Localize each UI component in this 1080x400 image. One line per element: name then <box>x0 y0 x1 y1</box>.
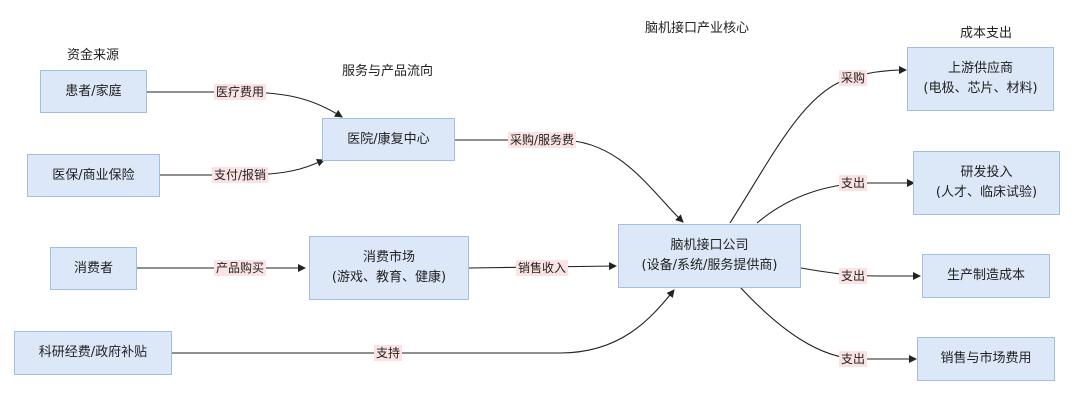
edge-label-consumers-market: 产品购买 <box>213 260 267 276</box>
edge-label-patients-hospital: 医疗费用 <box>213 84 267 100</box>
node-company-label-line1: 脑机接口公司 <box>670 238 749 253</box>
node-sales-label: 销售与市场费用 <box>940 351 1032 366</box>
edge-company-sales <box>739 286 917 363</box>
node-rnd-label-line1: 研发投入 <box>960 165 1013 180</box>
node-market: 消费市场 (游戏、教育、健康) <box>309 236 469 300</box>
flow-title: 服务与产品流向 <box>342 64 434 79</box>
node-sales: 销售与市场费用 <box>917 337 1055 381</box>
node-upstream-label-line1: 上游供应商 <box>947 61 1013 76</box>
node-rnd: 研发投入 (人才、临床试验) <box>913 151 1060 215</box>
node-patients: 患者/家庭 <box>40 70 147 113</box>
edge-company-rnd <box>756 179 915 224</box>
node-consumers: 消费者 <box>50 247 137 290</box>
node-manufacturing-label: 生产制造成本 <box>946 268 1025 283</box>
edge-label-insurance-hospital: 支付/报销 <box>211 167 269 183</box>
node-rnd-label-line2: (人才、临床试验) <box>935 185 1038 200</box>
edge-company-upstream <box>729 66 907 224</box>
node-upstream-label-line2: (电极、芯片、材料) <box>923 81 1038 96</box>
node-patients-label: 患者/家庭 <box>65 83 122 99</box>
edge-hospital-company <box>455 139 684 223</box>
node-company: 脑机接口公司 (设备/系统/服务提供商) <box>618 224 801 288</box>
edge-label-market-company: 销售收入 <box>515 260 569 276</box>
edge-label-company-manufacturing: 支出 <box>838 268 868 284</box>
node-company-label-line2: (设备/系统/服务提供商) <box>641 258 778 273</box>
node-upstream: 上游供应商 (电极、芯片、材料) <box>907 47 1054 111</box>
cost-title: 成本支出 <box>960 26 1013 41</box>
node-market-label-line2: (游戏、教育、健康) <box>331 270 447 285</box>
edge-label-research-company: 支持 <box>373 345 403 361</box>
node-hospital-label: 医院/康复中心 <box>347 131 430 147</box>
node-insurance-label: 医保/商业保险 <box>52 167 135 183</box>
edge-research-company <box>172 289 675 354</box>
node-manufacturing: 生产制造成本 <box>922 254 1050 298</box>
core-title: 脑机接口产业核心 <box>645 21 750 36</box>
node-research-label: 科研经费/政府补贴 <box>38 345 148 360</box>
node-market-label-line1: 消费市场 <box>362 250 415 265</box>
edge-label-company-upstream: 采购 <box>838 70 868 86</box>
funding-title: 资金来源 <box>67 48 120 63</box>
edge-label-hospital-company: 采购/服务费 <box>507 132 577 148</box>
node-research: 科研经费/政府补贴 <box>14 331 172 375</box>
node-insurance: 医保/商业保险 <box>27 154 160 197</box>
node-consumers-label: 消费者 <box>73 260 113 276</box>
edge-label-company-rnd: 支出 <box>838 175 868 191</box>
node-hospital: 医院/康复中心 <box>322 118 455 161</box>
edge-label-company-sales: 支出 <box>838 351 868 367</box>
